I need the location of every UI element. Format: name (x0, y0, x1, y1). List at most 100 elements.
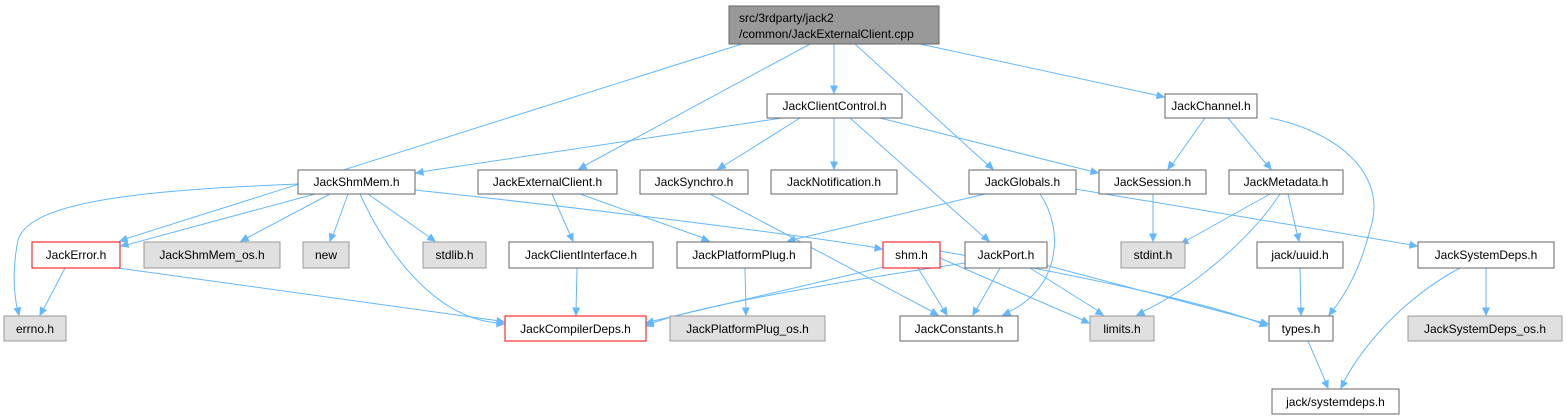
arrowhead (700, 234, 711, 243)
arrowhead (1259, 318, 1270, 326)
edge-port-limits (1029, 267, 1105, 316)
arrowhead (972, 306, 981, 317)
arrowhead (13, 306, 22, 317)
node-jackshmmem-os[interactable]: JackShmMem_os.h (143, 241, 281, 269)
node-jackshmmem[interactable]: JackShmMem.h (297, 169, 416, 195)
edge-clientcontrol-synchro (716, 117, 801, 170)
arrowhead (939, 306, 948, 317)
edge-shmmem-errno (13, 183, 299, 317)
node-label: JackError.h (46, 248, 107, 262)
node-jackcompilerdeps[interactable]: JackCompilerDeps.h (504, 315, 647, 342)
node-jackclientcontrol[interactable]: JackClientControl.h (766, 93, 903, 119)
node-jack-systemdeps[interactable]: jack/systemdeps.h (1271, 388, 1400, 415)
edge-shmmem-stdlib (367, 193, 436, 242)
node-jackclientinterface[interactable]: JackClientInterface.h (508, 241, 654, 269)
node-jacksystemdeps-os[interactable]: JackSystemDeps_os.h (1407, 315, 1563, 342)
node-label: JackNotification.h (787, 175, 881, 189)
node-jackplatformplug-os[interactable]: JackPlatformPlug_os.h (669, 315, 826, 342)
edge-externalclient-platformplug (579, 193, 711, 243)
arrowhead (644, 319, 655, 328)
node-jacknotification[interactable]: JackNotification.h (770, 169, 898, 195)
node-jack-uuid[interactable]: jack/uuid.h (1256, 241, 1344, 269)
arrowhead (1080, 316, 1091, 324)
node-jackglobals[interactable]: JackGlobals.h (968, 169, 1077, 195)
node-label: JackSession.h (1114, 175, 1191, 189)
arrowhead (873, 243, 884, 252)
arrowhead (1482, 307, 1490, 317)
arrowhead (414, 167, 425, 176)
arrowhead (984, 161, 994, 170)
arrowhead (1263, 160, 1272, 170)
arrowhead (426, 233, 436, 242)
arrowhead (1328, 306, 1337, 316)
node-label: shm.h (895, 248, 928, 262)
node-jackexternalclient[interactable]: JackExternalClient.h (477, 169, 618, 195)
edge-jackerror-compilerdeps (117, 267, 506, 325)
edge-jackerror-errno (39, 267, 66, 317)
node-stdlib[interactable]: stdlib.h (422, 241, 487, 269)
node-root-file[interactable]: src/3rdparty/jack2 /common/JackExternalC… (728, 5, 940, 45)
arrowhead (119, 240, 130, 248)
node-jacksession[interactable]: JackSession.h (1098, 169, 1207, 195)
node-jackerror[interactable]: JackError.h (31, 241, 121, 269)
node-new[interactable]: new (302, 241, 350, 269)
arrowhead (830, 85, 838, 95)
node-label: new (315, 248, 337, 262)
node-label: JackCompilerDeps.h (520, 322, 631, 336)
node-jackchannel[interactable]: JackChannel.h (1164, 93, 1258, 119)
root-label-line1: src/3rdparty/jack2 (739, 11, 834, 25)
node-jacksystemdeps[interactable]: JackSystemDeps.h (1417, 241, 1555, 269)
arrowhead (239, 233, 250, 242)
edge-clientcontrol-notification (830, 118, 838, 171)
node-label: JackPlatformPlug.h (692, 248, 795, 262)
edge-globals-platformplug (786, 193, 986, 244)
node-label: types.h (1282, 322, 1321, 336)
arrowhead (328, 232, 337, 243)
node-label: limits.h (1103, 322, 1140, 336)
node-types[interactable]: types.h (1268, 315, 1334, 342)
edge-clientcontrol-shmmem (414, 117, 783, 176)
node-limits[interactable]: limits.h (1089, 315, 1155, 342)
arrowhead (572, 307, 581, 317)
arrowhead (1321, 379, 1329, 390)
edge-shmmem-shm (414, 189, 884, 252)
node-label: jack/systemdeps.h (1285, 395, 1385, 409)
edge-systemdeps-jacksystemdeps (1340, 267, 1461, 390)
edge-root-jackchannel (919, 43, 1166, 100)
edge-clientcontrol-session (879, 117, 1100, 176)
edge-synchro-constants (709, 193, 940, 316)
edge-shmmem-jackerror (119, 193, 316, 248)
node-label: JackGlobals.h (985, 175, 1060, 189)
node-jacksynchro[interactable]: JackSynchro.h (639, 169, 749, 195)
node-label: jack/uuid.h (1270, 248, 1328, 262)
edge-platformplug-platformplugos (741, 267, 750, 317)
edge-globals-constants (1001, 193, 1055, 316)
node-label: JackChannel.h (1171, 99, 1250, 113)
edge-clientinterface-compilerdeps (572, 267, 581, 317)
edge-channel-types (1269, 117, 1375, 316)
node-jackmetadata[interactable]: JackMetadata.h (1228, 169, 1344, 195)
arrowhead (1094, 307, 1105, 316)
arrowhead (577, 161, 588, 170)
node-errno[interactable]: errno.h (3, 315, 67, 342)
arrowhead (39, 306, 48, 317)
arrowhead (1001, 308, 1012, 316)
edge-metadata-uuid (1287, 193, 1302, 243)
arrowhead (496, 317, 506, 325)
edge-metadata-limits (1135, 193, 1281, 316)
node-jackconstants[interactable]: JackConstants.h (899, 315, 1019, 342)
node-shm[interactable]: shm.h (882, 241, 941, 269)
node-stdint[interactable]: stdint.h (1120, 241, 1186, 269)
edge-root-jackerror (118, 43, 743, 243)
node-label: errno.h (16, 322, 54, 336)
arrowhead (1149, 233, 1157, 243)
node-jackport[interactable]: JackPort.h (964, 241, 1048, 269)
arrowhead (716, 161, 727, 170)
arrowhead (1135, 308, 1146, 316)
node-jackplatformplug[interactable]: JackPlatformPlug.h (676, 241, 812, 269)
node-label: JackPlatformPlug_os.h (686, 322, 809, 336)
arrowhead (1089, 167, 1100, 176)
edge-port-types (1044, 264, 1270, 326)
node-label: JackConstants.h (915, 322, 1004, 336)
